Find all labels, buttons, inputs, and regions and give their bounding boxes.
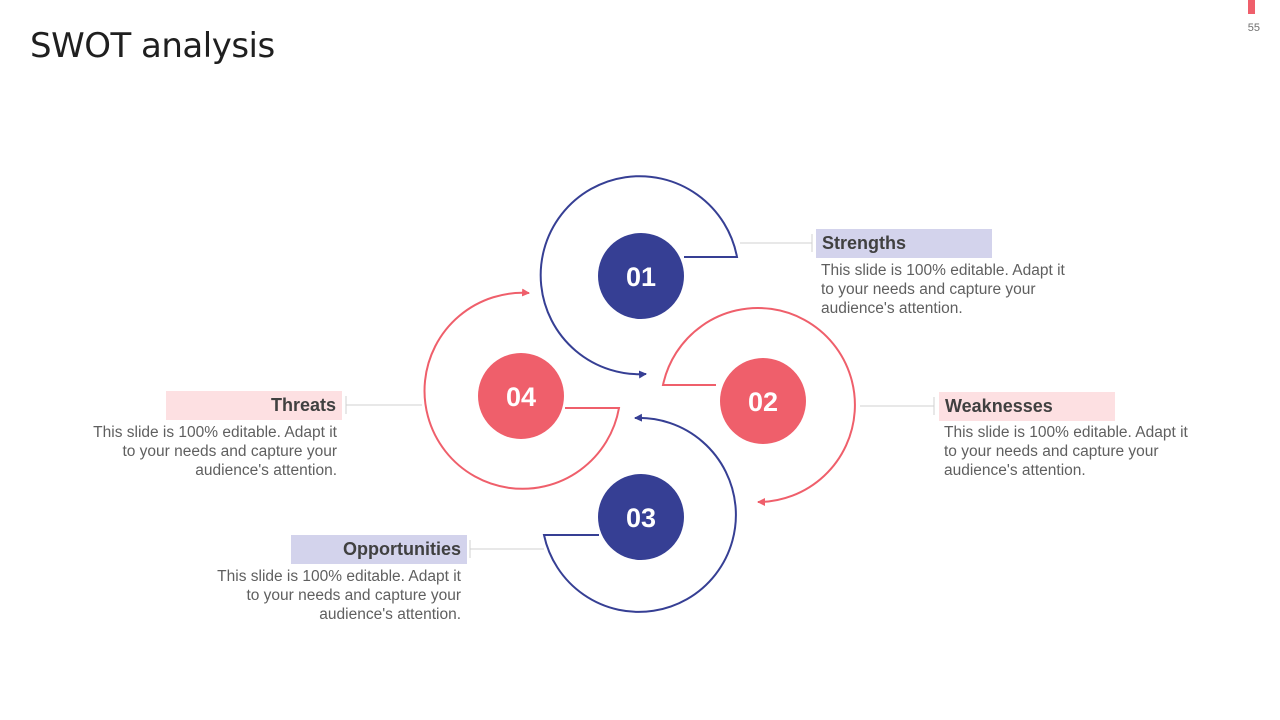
opportunities-description: This slide is 100% editable. Adapt it to… bbox=[217, 568, 461, 623]
slide-title: SWOT analysis bbox=[30, 26, 275, 66]
threats-description: This slide is 100% editable. Adapt it to… bbox=[93, 424, 337, 479]
threats-label: Threats bbox=[166, 391, 342, 420]
threats-number: 04 bbox=[506, 382, 536, 412]
opportunities-number: 03 bbox=[626, 503, 656, 533]
weaknesses-number: 02 bbox=[748, 387, 778, 417]
opportunities-label: Opportunities bbox=[291, 535, 467, 564]
threats-cycle-arrow bbox=[423, 288, 621, 490]
opportunities-number-circle bbox=[598, 474, 684, 560]
weaknesses-label: Weaknesses bbox=[939, 392, 1115, 421]
strengths-description: This slide is 100% editable. Adapt it to… bbox=[821, 262, 1065, 317]
weaknesses-description: This slide is 100% editable. Adapt it to… bbox=[944, 424, 1188, 479]
threats-number-circle bbox=[478, 353, 564, 439]
weaknesses-cycle-arrow bbox=[661, 307, 856, 506]
strengths-number: 01 bbox=[626, 262, 656, 292]
accent-bar bbox=[1248, 0, 1255, 14]
weaknesses-number-circle bbox=[720, 358, 806, 444]
opportunities-cycle-arrow bbox=[542, 413, 737, 613]
strengths-label: Strengths bbox=[816, 229, 992, 258]
page-number: 55 bbox=[1247, 22, 1260, 34]
strengths-number-circle bbox=[598, 233, 684, 319]
strengths-cycle-arrow bbox=[539, 175, 739, 379]
